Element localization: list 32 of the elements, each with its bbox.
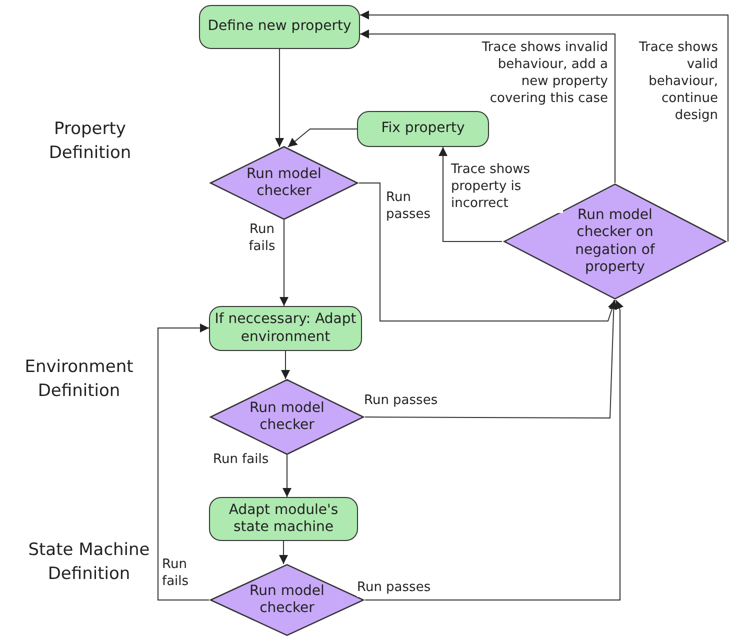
section-label: Property Definition xyxy=(48,118,132,165)
node-text: Define new property xyxy=(208,18,352,36)
node-text: Run model checker xyxy=(246,166,322,200)
arrow xyxy=(282,454,292,498)
node-text: Run model checker xyxy=(248,400,326,434)
arrow xyxy=(360,10,728,242)
arrow xyxy=(288,128,358,148)
arrow xyxy=(279,540,288,564)
decision-diamond xyxy=(209,379,365,455)
edge-label: Run passes xyxy=(364,393,438,410)
node-text: Adapt module's state machine xyxy=(228,502,340,536)
node-text: If neccessary: Adapt environment xyxy=(214,311,358,346)
arrow xyxy=(158,324,210,600)
section-label: Environment Definition xyxy=(24,356,134,403)
arrow xyxy=(360,30,616,184)
arrow xyxy=(364,300,624,600)
node-text: Run model checker on negation of property xyxy=(574,206,656,276)
arrow xyxy=(364,300,618,418)
process-box xyxy=(209,497,358,541)
process-box xyxy=(199,5,360,49)
arrow xyxy=(275,48,284,148)
arrow xyxy=(358,182,616,322)
section-label: State Machine Definition xyxy=(27,539,151,586)
arrow xyxy=(281,350,290,380)
node-text: Fix property xyxy=(381,120,465,138)
process-box xyxy=(357,111,489,147)
node-text: Run model checker xyxy=(248,582,326,618)
arrow xyxy=(280,220,288,306)
decision-diamond xyxy=(209,146,359,220)
arrow xyxy=(438,146,502,242)
edge-label: Trace shows property is incorrect xyxy=(451,162,563,213)
edge-label: Run passes xyxy=(357,580,431,597)
